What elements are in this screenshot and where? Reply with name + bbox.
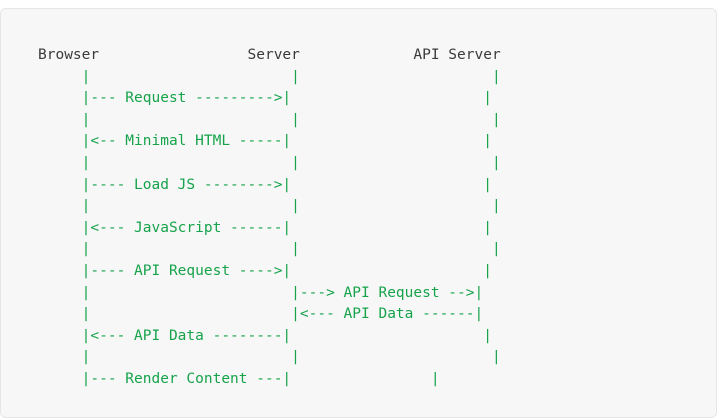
diagram-line: |<--- JavaScript ------| | bbox=[38, 219, 492, 236]
sequence-diagram: Browser Server API Server | | | |--- Req… bbox=[38, 45, 501, 391]
diagram-line: |<--- API Data --------| | bbox=[38, 327, 492, 344]
diagram-line: | | | bbox=[38, 198, 501, 215]
diagram-line: | | | bbox=[38, 111, 501, 128]
diagram-line: | |<--- API Data ------| bbox=[38, 306, 484, 323]
diagram-line: |<-- Minimal HTML -----| | bbox=[38, 133, 492, 150]
participants-header: Browser Server API Server bbox=[38, 47, 501, 63]
diagram-line: | |---> API Request -->| bbox=[38, 284, 484, 301]
diagram-line: | | | bbox=[38, 68, 501, 85]
code-block: Browser Server API Server | | | |--- Req… bbox=[0, 8, 717, 418]
diagram-line: | | | bbox=[38, 154, 501, 171]
diagram-line: |---- API Request ---->| | bbox=[38, 262, 492, 279]
diagram-line: |---- Load JS -------->| | bbox=[38, 176, 492, 193]
diagram-line: | | | bbox=[38, 349, 501, 366]
diagram-line: |--- Render Content ---| | bbox=[38, 370, 440, 387]
diagram-line: | | | bbox=[38, 241, 501, 258]
diagram-line: |--- Request --------->| | bbox=[38, 90, 492, 107]
